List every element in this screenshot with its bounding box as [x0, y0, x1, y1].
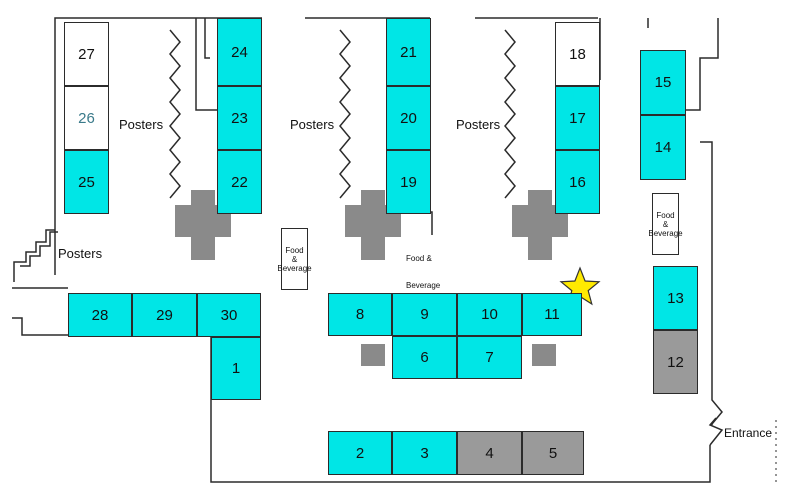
- booth-3[interactable]: 3: [392, 431, 457, 475]
- booth-19[interactable]: 19: [386, 150, 431, 214]
- booth-1[interactable]: 1: [211, 337, 261, 400]
- posters-label-center: Posters: [290, 117, 335, 132]
- wall-bottom: [210, 336, 711, 483]
- booth-9[interactable]: 9: [392, 293, 457, 336]
- booth-25[interactable]: 25: [64, 150, 109, 214]
- food-beverage-center-line2: Beverage: [406, 281, 441, 290]
- booth-27[interactable]: 27: [64, 22, 109, 86]
- booth-5[interactable]: 5: [522, 431, 584, 475]
- booth-26[interactable]: 26: [64, 86, 109, 150]
- booth-24[interactable]: 24: [217, 18, 262, 86]
- booth-4[interactable]: 4: [457, 431, 522, 475]
- food-beverage-right-line2: Beverage: [648, 228, 683, 238]
- posters-wall-right: [504, 29, 516, 199]
- posters-wall-left: [169, 29, 181, 199]
- wall-left-bottom: [12, 317, 68, 336]
- booth-21[interactable]: 21: [386, 18, 431, 86]
- booth-22[interactable]: 22: [217, 150, 262, 214]
- posters-wall-center: [339, 29, 351, 199]
- booth-23[interactable]: 23: [217, 86, 262, 150]
- pillar-center-v: [361, 190, 385, 260]
- left-stairs-inner: [20, 231, 58, 267]
- booth-13[interactable]: 13: [653, 266, 698, 330]
- booth-20[interactable]: 20: [386, 86, 431, 150]
- wall-top-left: [54, 17, 262, 275]
- posters-label-lower-left: Posters: [58, 246, 103, 261]
- booth-28[interactable]: 28: [68, 293, 132, 337]
- booth-2[interactable]: 2: [328, 431, 392, 475]
- wall-right-upper: [686, 18, 719, 111]
- pillar-right-v: [528, 190, 552, 260]
- entrance-label: Entrance: [724, 426, 773, 440]
- food-beverage-left-line2: Beverage: [277, 263, 312, 273]
- booth-24-notch-inner: [195, 18, 217, 111]
- booth-10[interactable]: 10: [457, 293, 522, 336]
- booth-11[interactable]: 11: [522, 293, 582, 336]
- posters-label-left: Posters: [119, 117, 164, 132]
- booth-16[interactable]: 16: [555, 150, 600, 214]
- left-stairs: [13, 229, 55, 282]
- booth-29[interactable]: 29: [132, 293, 197, 337]
- booth-18[interactable]: 18: [555, 22, 600, 86]
- food-beverage-left-line1: Food &: [285, 245, 304, 264]
- booth-30[interactable]: 30: [197, 293, 261, 337]
- pillar-left-v: [191, 190, 215, 260]
- food-beverage-left[interactable]: Food & Beverage: [277, 228, 312, 290]
- pillar-small-right: [532, 344, 556, 366]
- booth-17[interactable]: 17: [555, 86, 600, 150]
- booth-8[interactable]: 8: [328, 293, 392, 336]
- food-center-connector: [420, 211, 433, 235]
- food-beverage-center-line1: Food &: [406, 254, 432, 263]
- booth-7[interactable]: 7: [457, 336, 522, 379]
- wall-right-lower: [700, 141, 723, 425]
- booth-12[interactable]: 12: [653, 330, 698, 394]
- food-beverage-right-line1: Food &: [656, 210, 675, 229]
- pillar-small-left: [361, 344, 385, 366]
- food-beverage-right[interactable]: Food & Beverage: [648, 193, 683, 255]
- posters-label-right: Posters: [456, 117, 501, 132]
- booth-15[interactable]: 15: [640, 50, 686, 115]
- booth-6[interactable]: 6: [392, 336, 457, 379]
- booth-24-notch: [204, 18, 210, 59]
- entrance-door: [708, 417, 724, 446]
- booth-14[interactable]: 14: [640, 115, 686, 180]
- food-beverage-center[interactable]: Food & Beverage: [406, 236, 440, 308]
